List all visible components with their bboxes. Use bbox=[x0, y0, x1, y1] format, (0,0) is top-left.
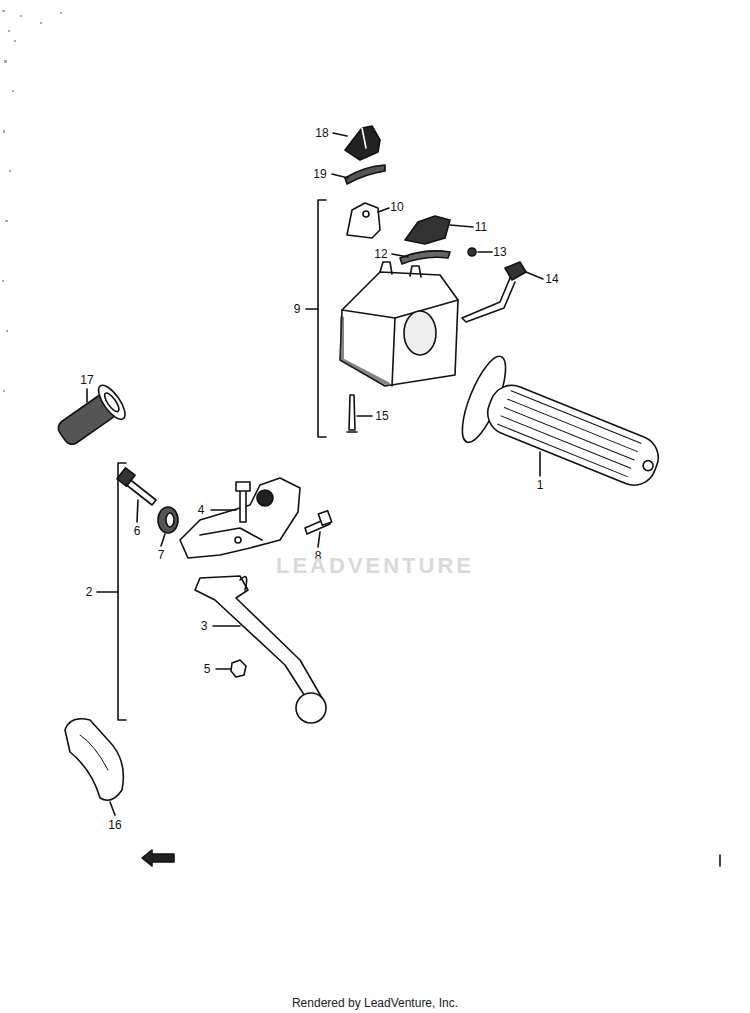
callout-number: 6 bbox=[134, 524, 141, 538]
callout-number: 9 bbox=[294, 302, 301, 316]
callout-number: 16 bbox=[108, 818, 121, 832]
callout-number: 1 bbox=[537, 478, 544, 492]
callout-number: 5 bbox=[204, 662, 211, 676]
callout-number: 15 bbox=[375, 409, 388, 423]
callout-number: 2 bbox=[86, 585, 93, 599]
callout-number: 14 bbox=[545, 272, 558, 286]
callout-number: 3 bbox=[201, 619, 208, 633]
callout-number: 19 bbox=[313, 167, 326, 181]
callout-number: 12 bbox=[374, 247, 387, 261]
callout-number: 18 bbox=[315, 126, 328, 140]
callout-number: 10 bbox=[390, 200, 403, 214]
callout-number: 11 bbox=[475, 220, 487, 234]
callout-number: 17 bbox=[80, 373, 93, 387]
watermark: LEADVENTURE bbox=[276, 554, 474, 578]
footer-credit: Rendered by LeadVenture, Inc. bbox=[292, 996, 458, 1010]
callout-number: 13 bbox=[493, 245, 506, 259]
callout-number: 4 bbox=[198, 503, 205, 517]
callout-number: 7 bbox=[158, 548, 165, 562]
